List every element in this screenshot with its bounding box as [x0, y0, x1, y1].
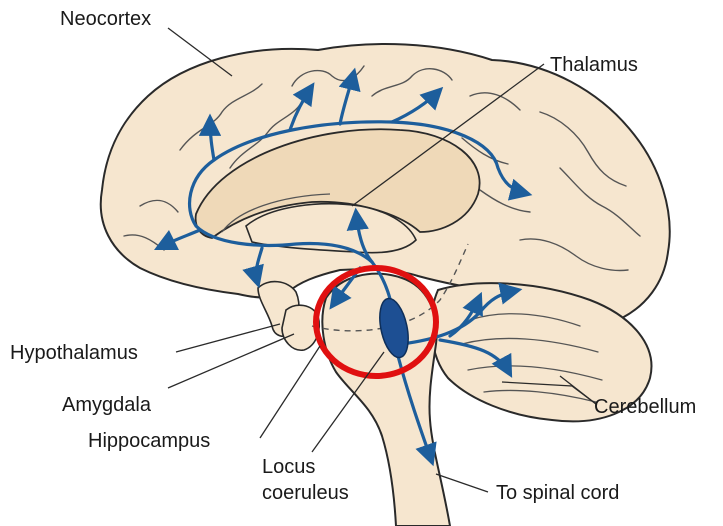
- spinal-cord-label: To spinal cord: [496, 482, 619, 504]
- neocortex-label: Neocortex: [60, 8, 151, 30]
- hippocampus-label: Hippocampus: [88, 430, 210, 452]
- cerebellum-label: Cerebellum: [594, 396, 696, 418]
- locus-coeruleus-label: Locus coeruleus: [262, 454, 349, 506]
- hypothalamus-label: Hypothalamus: [10, 342, 138, 364]
- thalamus-label: Thalamus: [550, 54, 638, 76]
- amygdala-label: Amygdala: [62, 394, 151, 416]
